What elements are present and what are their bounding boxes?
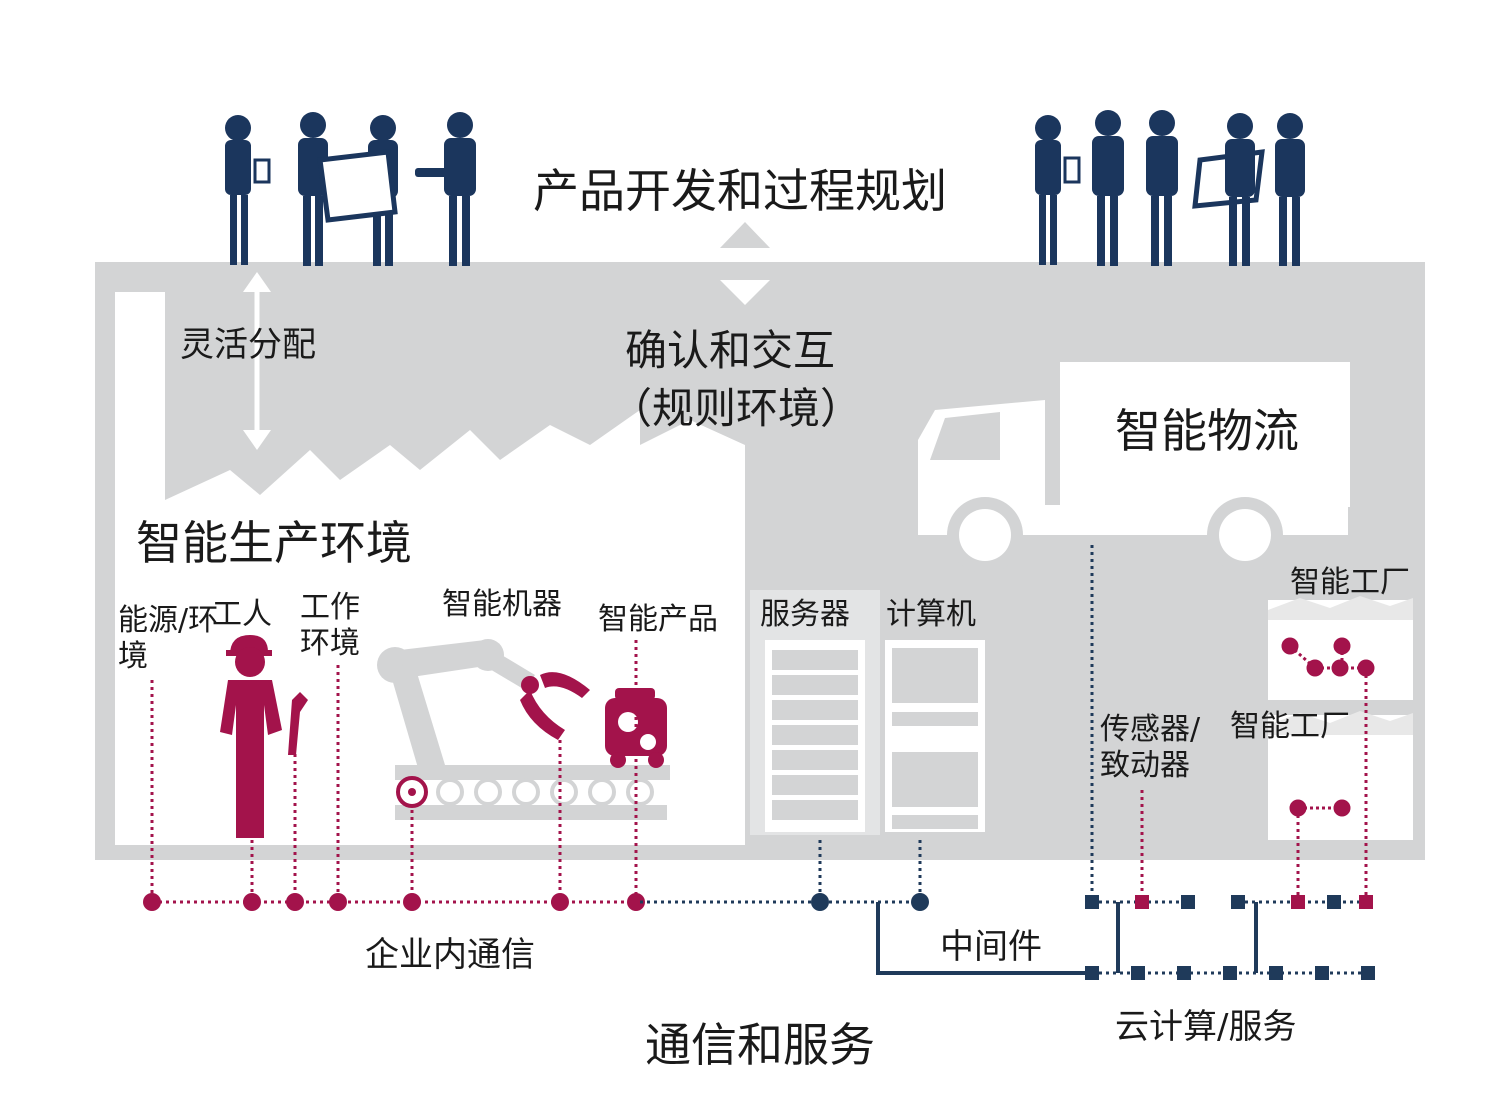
- communication-services-label: 通信和服务: [645, 1018, 875, 1072]
- smart-environment-label: 智能生产环境: [132, 518, 416, 568]
- conveyor-icon: [395, 776, 667, 820]
- computer-label: 计算机: [886, 597, 976, 632]
- intranet-label: 企业内通信: [365, 935, 535, 975]
- network-nodes-accent-squares: [1135, 895, 1373, 909]
- truck-icon: [918, 362, 1350, 573]
- planning-team-right: [1035, 110, 1305, 266]
- intranet-nodes: [143, 893, 645, 911]
- cloud-services-label: 云计算/服务: [1115, 1007, 1297, 1047]
- middleware-label: 中间件: [940, 927, 1042, 967]
- smart-machine-label: 智能机器: [442, 587, 562, 622]
- intranet-network: [150, 640, 1368, 904]
- tablet-icon: [317, 149, 398, 223]
- person-icon: [1225, 113, 1255, 266]
- robot-arm-icon: [377, 639, 670, 780]
- network-nodes-dark: [811, 893, 1375, 980]
- person-icon: [415, 112, 476, 266]
- smart-factory-bottom-label: 智能工厂: [1230, 709, 1350, 744]
- smart-product-icon: [605, 688, 667, 768]
- tablet-icon: [1063, 156, 1081, 184]
- server-label: 服务器: [760, 597, 850, 632]
- rule-environment-label: （规则环境）: [610, 384, 863, 433]
- confirm-interact-label: 确认和交互: [625, 326, 836, 375]
- person-icon: [1092, 110, 1124, 266]
- server-rack-icon: [765, 640, 865, 832]
- flexible-assign-label: 灵活分配: [180, 325, 316, 365]
- factory-building: [95, 262, 1425, 860]
- smart-product-label: 智能产品: [598, 602, 718, 637]
- worker-icon: [220, 635, 308, 838]
- tablet-icon: [253, 158, 271, 184]
- computer-icon: [885, 640, 985, 832]
- person-icon: [1275, 113, 1305, 266]
- energy-environment-label: 能源/环境: [118, 603, 219, 674]
- sensors-actuators-label: 传感器/致动器: [1100, 712, 1201, 783]
- person-icon: [1035, 115, 1081, 265]
- smart-factory-top-label: 智能工厂: [1290, 565, 1410, 600]
- middleware-solid-lines: [876, 902, 1258, 975]
- flexible-assign-arrow-icon: [243, 272, 271, 450]
- smart-logistics-label: 智能物流: [1115, 404, 1299, 458]
- double-arrow-icon: [720, 222, 770, 305]
- person-icon: [225, 115, 271, 265]
- planning-team-left: [225, 112, 476, 266]
- worker-label: 工人: [212, 597, 272, 632]
- factory-nodes-top: [1281, 637, 1375, 677]
- work-environment-label: 工作环境: [300, 590, 360, 661]
- middleware-network: [640, 545, 1368, 975]
- person-icon: [1146, 110, 1178, 266]
- planning-title: 产品开发和过程规划: [533, 164, 947, 218]
